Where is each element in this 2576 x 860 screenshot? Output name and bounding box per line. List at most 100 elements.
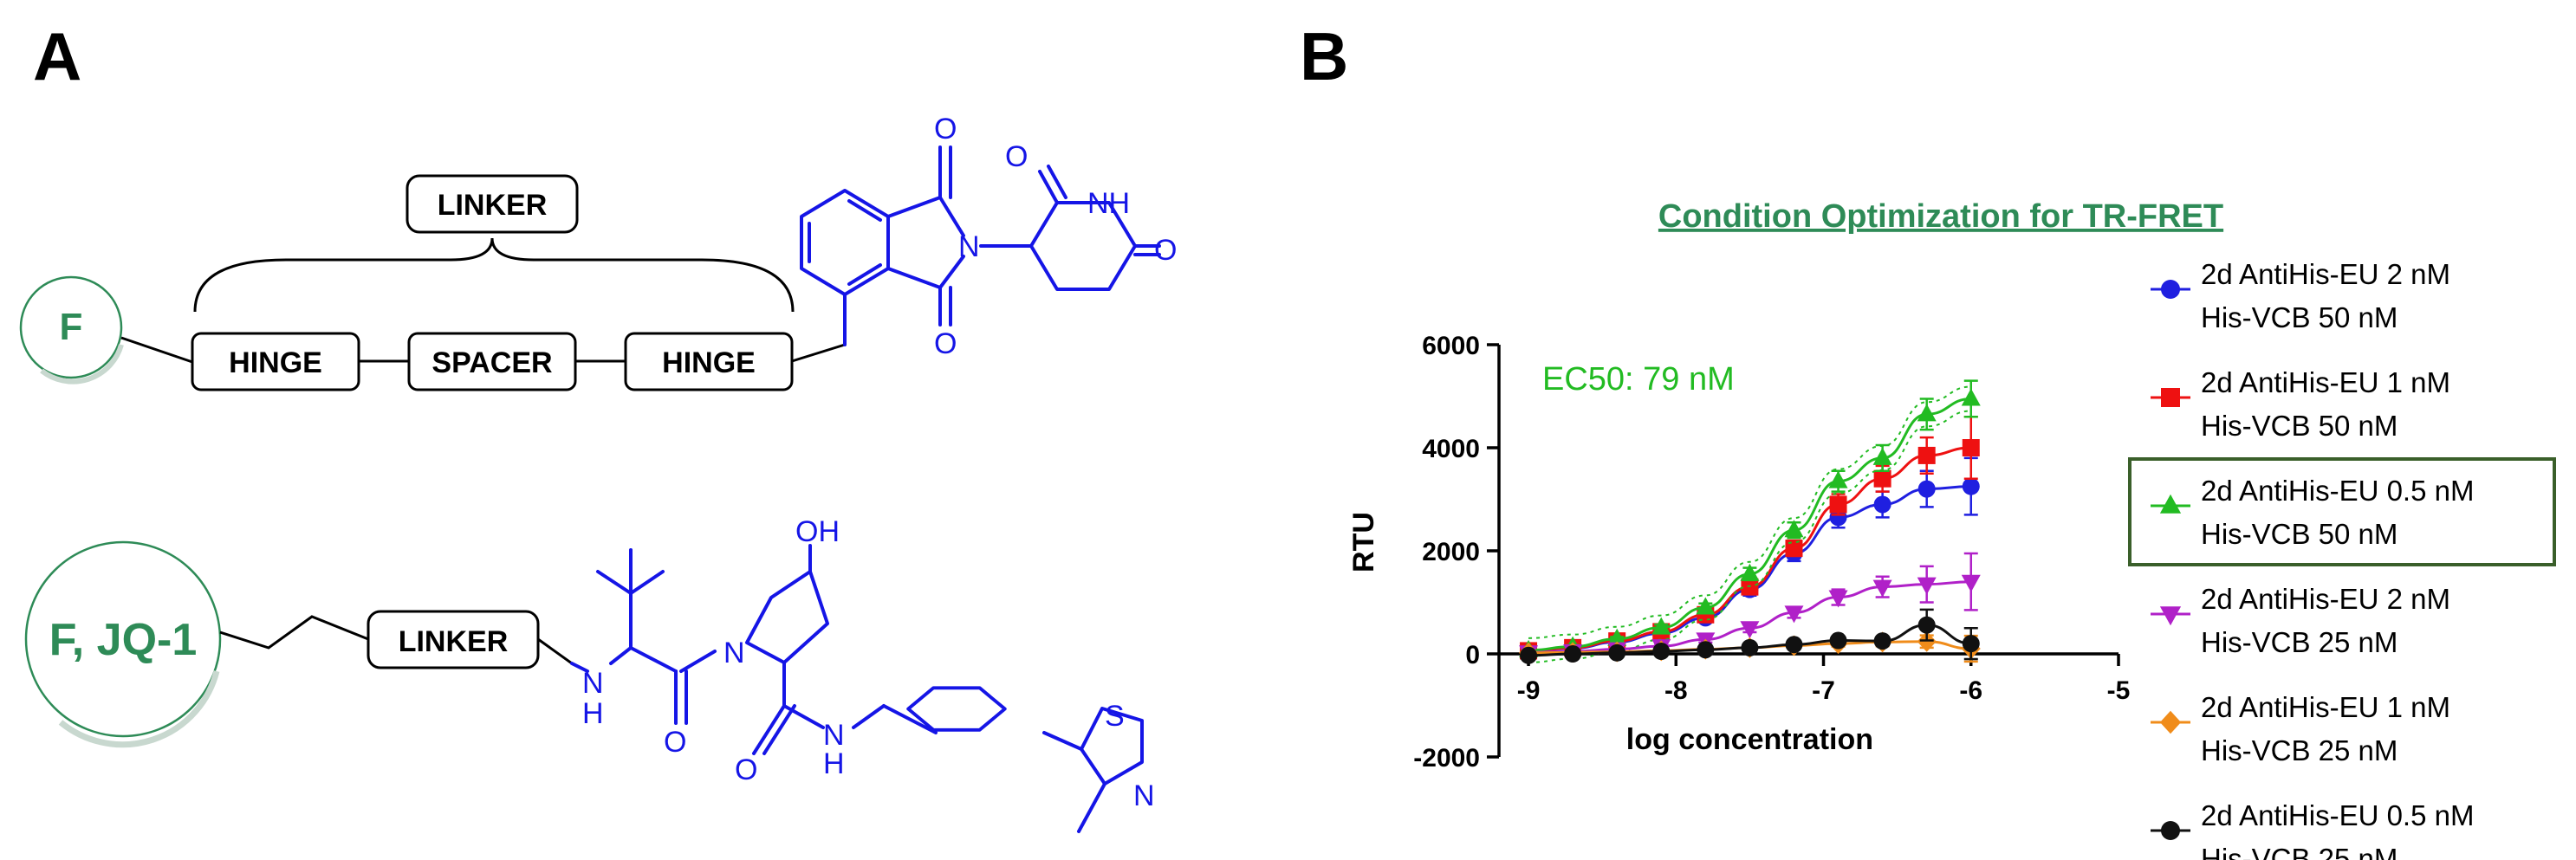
circle-shadow-2	[58, 670, 220, 748]
atom-n-4: N	[823, 719, 845, 752]
data-point-3	[1696, 597, 1716, 615]
data-point-1	[1962, 477, 1980, 495]
scheme-1: F LINKER HINGE SPACER HINGE	[19, 113, 1177, 391]
scheme-2: F, JQ-1 LINKER	[24, 515, 1155, 833]
data-point-6	[1829, 631, 1847, 650]
x-tick-label: -6	[1959, 676, 1982, 705]
x-tick-label: -9	[1517, 676, 1541, 705]
legend-sublabel-1: His-VCB 50 nM	[2201, 301, 2398, 333]
data-point-2	[1962, 439, 1980, 456]
x-axis-label: log concentration	[1626, 723, 1873, 756]
legend-sublabel-6: His-VCB 25 nM	[2201, 843, 2398, 860]
warhead-circle-2	[24, 540, 222, 738]
legend-label-1: 2d AntiHis-EU 2 nM	[2201, 258, 2450, 290]
x-tick-label: -5	[2107, 676, 2131, 705]
circle-shadow-1	[40, 344, 124, 385]
atom-n-5: N	[1133, 779, 1155, 812]
data-point-3	[1872, 447, 1892, 465]
legend-sublabel-5: His-VCB 25 nM	[2201, 734, 2398, 766]
chart-legend: 2d AntiHis-EU 2 nM His-VCB 50 nM 2d AntiHi…	[2128, 258, 2556, 860]
data-point-3	[1607, 628, 1627, 646]
x-tick-label: -7	[1812, 676, 1835, 705]
data-point-2	[1785, 540, 1803, 558]
atom-o-1: O	[934, 113, 957, 145]
bond-linker-vhl	[537, 637, 573, 665]
y-tick-label: 2000	[1422, 538, 1480, 566]
data-point-3	[1961, 388, 1981, 406]
atom-n-2: N	[582, 667, 604, 700]
data-point-3	[1917, 404, 1937, 422]
atom-o-6: O	[735, 753, 757, 786]
hinge-label-left: HINGE	[229, 346, 322, 379]
series-curve-3	[1528, 397, 1971, 652]
legend-sublabel-3: His-VCB 50 nM	[2201, 518, 2398, 550]
bond-warhead-hinge	[120, 336, 193, 364]
data-point-2	[1917, 446, 1936, 464]
hinge-label-right: HINGE	[662, 346, 756, 379]
data-point-6	[1697, 641, 1715, 659]
atom-n-3: N	[723, 637, 745, 669]
data-point-2	[1829, 495, 1847, 514]
data-point-6	[1873, 632, 1891, 650]
y-tick-label: 6000	[1422, 332, 1480, 360]
series-ci-lower	[1528, 410, 1971, 663]
data-point-1	[1873, 495, 1891, 514]
atom-nh-1: NH	[1087, 187, 1130, 220]
panel-a-letter: A	[33, 18, 81, 94]
data-point-6	[1962, 635, 1980, 653]
atom-h-2: H	[823, 747, 845, 780]
data-point-3	[1740, 563, 1760, 581]
data-point-4	[1740, 621, 1760, 639]
series-curve-2	[1528, 446, 1971, 652]
panel-b-letter: B	[1300, 18, 1348, 94]
atom-o-2: O	[934, 327, 957, 360]
data-point-6	[1608, 643, 1626, 662]
linker-box-1	[406, 174, 579, 234]
data-point-6	[1741, 638, 1759, 656]
data-point-6	[1785, 636, 1803, 654]
data-point-4	[1784, 605, 1804, 624]
y-tick-label: 4000	[1422, 435, 1480, 463]
data-point-3	[1828, 470, 1848, 488]
y-tick-label: -2000	[1413, 744, 1480, 773]
linker-label-1: LINKER	[438, 189, 548, 222]
legend-marker-2	[2161, 388, 2180, 407]
legend-sublabel-4: His-VCB 25 nM	[2201, 626, 2398, 658]
legend-label-2: 2d AntiHis-EU 1 nM	[2201, 366, 2450, 398]
data-point-2	[1873, 469, 1891, 488]
data-point-4	[1917, 577, 1937, 595]
alkyl-chain	[219, 615, 369, 650]
legend-label-3: 2d AntiHis-EU 0.5 nM	[2201, 475, 2474, 507]
data-point-1	[1917, 480, 1936, 498]
legend-marker-6	[2161, 821, 2180, 840]
vhl-ligand-structure	[570, 544, 1144, 833]
atom-n-1: N	[958, 230, 980, 263]
data-point-3	[1651, 617, 1671, 635]
hinge-box-right	[624, 332, 794, 391]
data-point-4	[1872, 579, 1892, 598]
atom-s: S	[1105, 700, 1125, 733]
legend-marker-3	[2159, 494, 2182, 514]
legend-sublabel-2: His-VCB 50 nM	[2201, 410, 2398, 442]
data-point-6	[1652, 643, 1671, 661]
data-point-6	[1917, 616, 1936, 634]
warhead-circle-1	[19, 275, 123, 379]
data-point-4	[1961, 574, 1981, 592]
atom-o-3: O	[1005, 140, 1028, 173]
data-point-6	[1520, 646, 1538, 664]
atom-o-5: O	[664, 726, 686, 759]
thalidomide-structure	[800, 145, 1161, 346]
atom-o-4: O	[1154, 234, 1177, 267]
y-tick-label: 0	[1465, 641, 1480, 669]
data-point-4	[1828, 590, 1848, 608]
ec50-annotation: EC50: 79 nM	[1542, 361, 1735, 398]
atom-oh: OH	[795, 515, 840, 548]
atom-h-1: H	[582, 697, 604, 730]
bond-hinge-ligand	[791, 343, 846, 363]
chart-title: Condition Optimization for TR-FRET	[1658, 198, 2223, 235]
data-point-3	[1784, 520, 1804, 538]
y-axis-label: RTU	[1347, 512, 1380, 572]
legend-label-4: 2d AntiHis-EU 2 nM	[2201, 583, 2450, 615]
